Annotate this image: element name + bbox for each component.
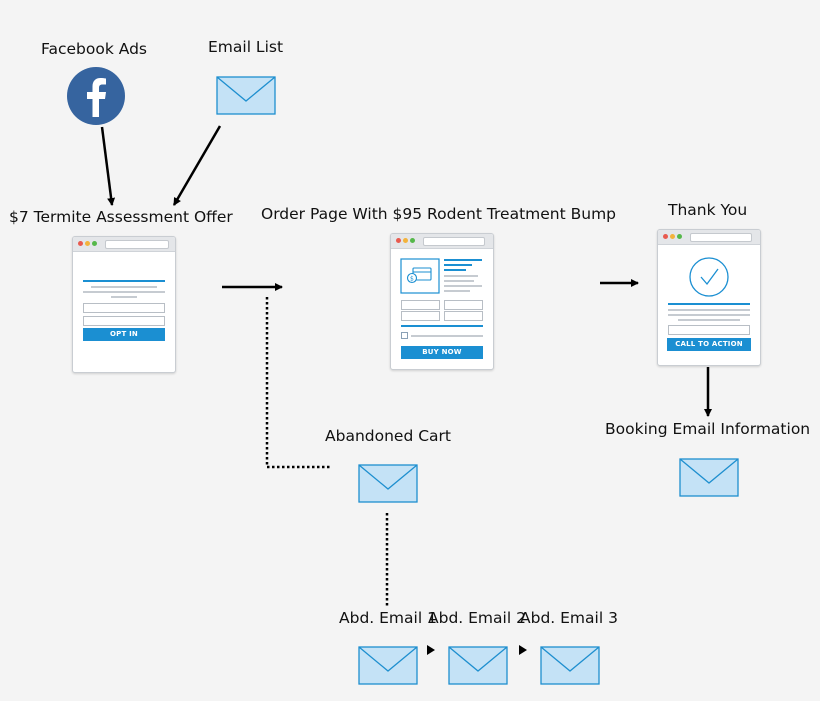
minimize-dot-icon (670, 234, 675, 239)
maximize-dot-icon (677, 234, 682, 239)
form-field (401, 300, 440, 310)
url-bar (423, 237, 485, 246)
form-field (668, 325, 750, 335)
dotted-line-to-abandoned-cart (265, 297, 330, 469)
close-dot-icon (78, 241, 83, 246)
envelope-icon-booking (679, 458, 739, 497)
label-abd-email-2: Abd. Email 2 (428, 609, 526, 627)
arrow-abd2-to-abd3 (519, 645, 527, 655)
browser-bar (658, 230, 760, 245)
text-line (668, 309, 750, 311)
facebook-icon (67, 67, 125, 125)
url-bar (690, 233, 752, 242)
arrow-facebook-to-optin (100, 126, 116, 206)
envelope-icon-email-list (216, 76, 276, 115)
headline-line (668, 303, 750, 305)
text-line (411, 335, 483, 337)
order-page-mockup: $ BUY NOW (390, 233, 494, 370)
maximize-dot-icon (410, 238, 415, 243)
thank-you-page-mockup: CALL TO ACTION (657, 229, 761, 366)
text-line (678, 319, 740, 321)
form-field (83, 316, 165, 326)
label-thank-you: Thank You (668, 201, 748, 219)
arrow-abd1-to-abd2 (427, 645, 435, 655)
close-dot-icon (396, 238, 401, 243)
payment-card-icon: $ (400, 258, 440, 294)
opt-in-button: OPT IN (83, 328, 165, 341)
label-facebook-ads: Facebook Ads (41, 40, 148, 58)
envelope-icon-abandoned-cart (358, 464, 418, 503)
headline-line (83, 280, 165, 282)
form-field (83, 303, 165, 313)
svg-text:$: $ (410, 276, 414, 283)
bump-checkbox-icon (401, 332, 408, 339)
text-line (111, 296, 137, 298)
envelope-icon-abd-email-3 (540, 646, 600, 685)
envelope-icon-abd-email-2 (448, 646, 508, 685)
headline-line (444, 259, 482, 261)
label-abd-email-3: Abd. Email 3 (520, 609, 618, 627)
label-abandoned-cart: Abandoned Cart (325, 427, 451, 445)
browser-bar (73, 237, 175, 252)
call-to-action-button: CALL TO ACTION (667, 338, 751, 351)
headline-line (444, 269, 466, 271)
checkmark-circle-icon (689, 257, 729, 297)
form-field (444, 311, 483, 321)
text-line (91, 286, 157, 288)
label-booking-email: Booking Email Information (605, 420, 811, 438)
envelope-icon-abd-email-1 (358, 646, 418, 685)
label-optin-offer: $7 Termite Assessment Offer (9, 208, 233, 226)
maximize-dot-icon (92, 241, 97, 246)
text-line (668, 314, 750, 316)
divider-line (401, 325, 483, 327)
label-order-page: Order Page With $95 Rodent Treatment Bum… (261, 205, 617, 223)
label-abd-email-1: Abd. Email 1 (339, 609, 437, 627)
minimize-dot-icon (85, 241, 90, 246)
url-bar (105, 240, 169, 249)
text-line (444, 285, 482, 287)
arrow-email-list-to-optin (172, 125, 222, 206)
buy-now-button: BUY NOW (401, 346, 483, 359)
text-line (444, 275, 478, 277)
text-line (444, 290, 470, 292)
headline-line (444, 264, 472, 266)
form-field (401, 311, 440, 321)
minimize-dot-icon (403, 238, 408, 243)
close-dot-icon (663, 234, 668, 239)
form-field (444, 300, 483, 310)
label-email-list: Email List (208, 38, 284, 56)
browser-bar (391, 234, 493, 249)
text-line (83, 291, 165, 293)
text-line (444, 280, 474, 282)
optin-page-mockup: OPT IN (72, 236, 176, 373)
